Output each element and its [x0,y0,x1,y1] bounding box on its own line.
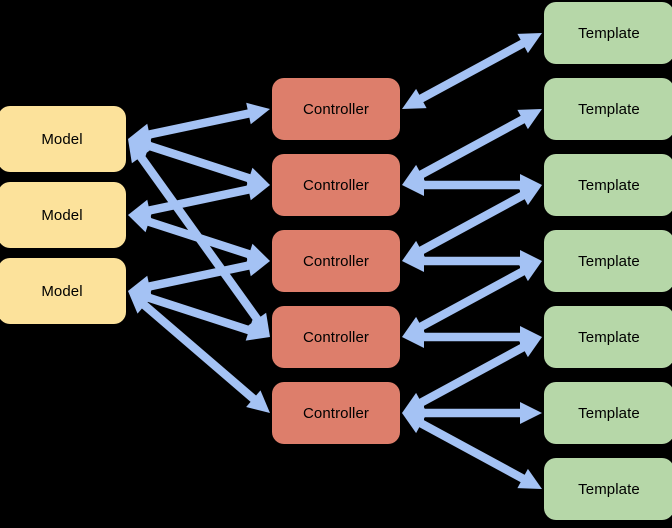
arrow-m2-to-c2 [128,178,270,222]
node-controller-4[interactable]: Controller [272,306,400,368]
node-label: Model [41,206,83,224]
node-template-1[interactable]: Template [544,2,672,64]
node-template-5[interactable]: Template [544,306,672,368]
node-model-1[interactable]: Model [0,106,126,172]
node-label: Model [41,282,83,300]
node-label: Template [578,252,640,270]
node-label: Template [578,24,640,42]
node-template-2[interactable]: Template [544,78,672,140]
arrow-m1-to-c4 [128,139,270,337]
arrow-m1-to-c1 [128,102,270,146]
node-controller-2[interactable]: Controller [272,154,400,216]
node-template-6[interactable]: Template [544,382,672,444]
node-model-2[interactable]: Model [0,182,126,248]
node-label: Controller [302,252,370,270]
arrow-m2-to-c3 [128,211,270,265]
arrow-c2-to-t2 [402,109,542,185]
arrow-m3-to-c5 [128,291,270,413]
node-label: Template [578,176,640,194]
arrow-c3-to-t4 [402,250,542,272]
arrow-m3-to-c3 [128,254,270,298]
node-label: Controller [302,328,370,346]
node-label: Template [578,404,640,422]
arrow-c5-to-t7 [402,413,542,489]
arrow-c4-to-t5 [402,326,542,348]
arrow-c2-to-t3 [402,174,542,196]
arrow-c5-to-t5 [402,337,542,413]
node-template-7[interactable]: Template [544,458,672,520]
arrow-c4-to-t4 [402,261,542,337]
arrow-c3-to-t3 [402,185,542,261]
node-label: Controller [302,404,370,422]
node-controller-5[interactable]: Controller [272,382,400,444]
node-template-3[interactable]: Template [544,154,672,216]
node-label: Template [578,100,640,118]
node-label: Controller [302,100,370,118]
arrow-m1-to-c2 [128,135,270,189]
node-label: Template [578,480,640,498]
node-template-4[interactable]: Template [544,230,672,292]
node-model-3[interactable]: Model [0,258,126,324]
node-controller-1[interactable]: Controller [272,78,400,140]
node-label: Controller [302,176,370,194]
arrow-m3-to-c4 [128,287,270,341]
node-controller-3[interactable]: Controller [272,230,400,292]
node-label: Template [578,328,640,346]
arrow-c5-to-t6 [402,402,542,424]
node-label: Model [41,130,83,148]
arrow-c1-to-t1 [402,33,542,109]
